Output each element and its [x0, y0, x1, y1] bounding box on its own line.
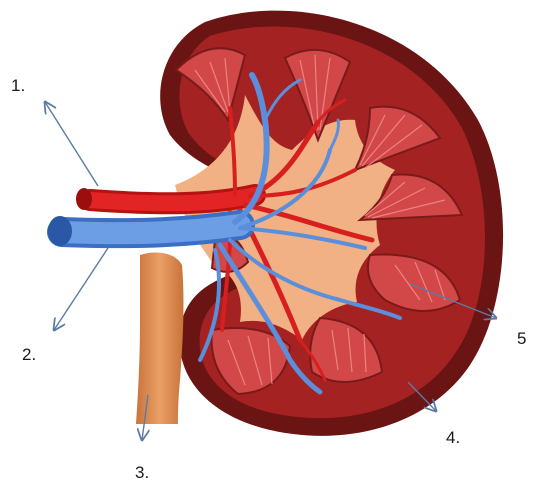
arrow-2: [54, 248, 108, 330]
label-3: 3.: [135, 463, 149, 483]
label-4: 4.: [446, 428, 460, 448]
label-1: 1.: [11, 76, 25, 96]
label-5: 5: [517, 329, 526, 349]
ureter: [136, 252, 183, 424]
renal-vein-lumen: [48, 216, 72, 246]
arrow-1: [45, 102, 98, 186]
label-2: 2.: [22, 345, 36, 365]
renal-artery-lumen: [76, 188, 92, 210]
